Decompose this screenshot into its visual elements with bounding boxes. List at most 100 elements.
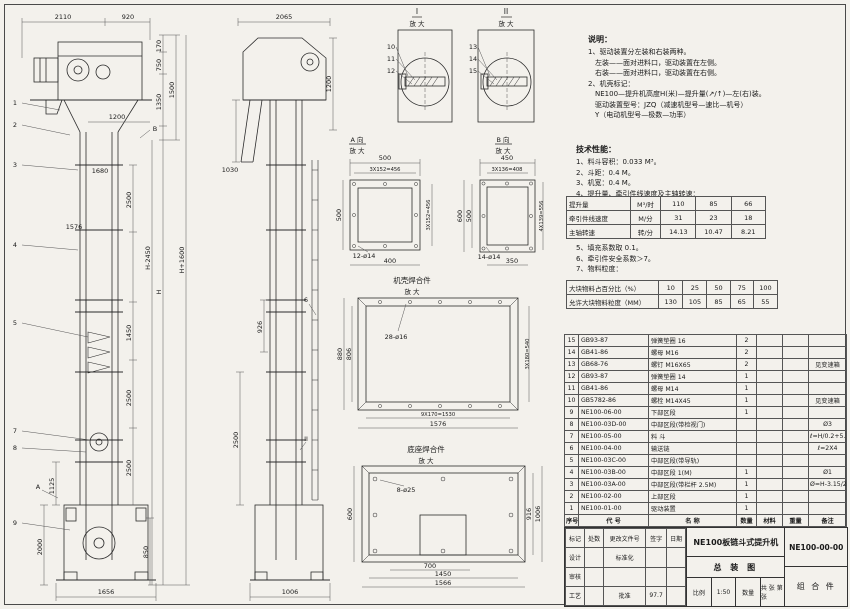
cell-design: 设计 (564, 547, 586, 568)
text-line: 1、料斗容积：0.033 M³。 (576, 158, 661, 166)
detail-subtitle: 放 大 (418, 456, 434, 465)
text-line: 1、驱动装置分左装和右装两种。 (588, 48, 691, 56)
dim-label: 1576 (66, 223, 83, 231)
dim-label: 1576 (430, 420, 447, 428)
ratio-value: 55 (752, 294, 779, 309)
bom-name: 螺栓 M14X45 (648, 394, 737, 407)
bom-name: 螺母 M16 (648, 346, 737, 359)
bom-weight (782, 502, 809, 515)
bom-remark (808, 346, 847, 359)
dim-label: 2500 (125, 460, 133, 477)
cell-standard: 标准化 (603, 547, 647, 568)
bom-material (756, 406, 783, 419)
dim-label: 916 (525, 508, 533, 520)
bom-name: 下部区段 (648, 406, 737, 419)
tech-items-2: 5、填充系数取 0.1。 6、牵引件安全系数＞7。 7、物料粒度： (576, 243, 834, 275)
notes-block: 说明： 1、驱动装置分左装和右装两种。 左装——面对进料口，驱动装置在左侧。 右… (588, 34, 840, 121)
bom-code: NE100-03A-00 (578, 478, 649, 491)
balloon-callout: 4 (13, 241, 17, 249)
bom-qty: 1 (736, 502, 757, 515)
parts-list-row: 7 NE100-05-00 料 斗 ℓ=H/0.2+5.75 (564, 430, 847, 443)
balloon-callout: 7 (13, 427, 17, 435)
ratio-value: 25 (682, 280, 708, 295)
ratio-value: 75 (729, 280, 754, 295)
title-block-signature-grid: 标记 处数 更改文件号 签字 日期 设计 标准化 审核 (564, 527, 688, 607)
title-block-row: 审核 (564, 566, 687, 587)
bom-remark (808, 454, 847, 467)
balloon-callout: 3 (13, 161, 17, 169)
dim-label: H-2450 (144, 246, 152, 270)
bom-material (756, 418, 783, 431)
dim-label: 9X170=1530 (421, 412, 455, 418)
dim-label: 3X180=540 (525, 338, 531, 369)
notes-lines: 1、驱动装置分左装和右装两种。 左装——面对进料口，驱动装置在左侧。 右装——面… (588, 47, 840, 121)
dim-label: H (155, 289, 163, 294)
dim-label: 2500 (125, 390, 133, 407)
balloon-callout: 13 (469, 43, 477, 51)
parts-list-row: 12 GB93-87 弹簧垫圈 14 1 (564, 370, 847, 383)
parts-list-row: 4 NE100-03B-00 中部区段 1(M) 1 Ø1 (564, 466, 847, 479)
balloon-callout: 2 (13, 121, 17, 129)
hole-callout: 14-ø14 (478, 253, 501, 261)
detail-view-i: I 放 大 10 11 12 (387, 7, 453, 123)
bom-remark (808, 406, 847, 419)
bom-no: 5 (564, 454, 579, 467)
perf-label: 主轴转速 (566, 224, 631, 239)
front-elevation-view (30, 41, 156, 581)
cell-check: 审核 (564, 566, 586, 587)
tech-heading: 技术性能： (576, 145, 616, 154)
bom-name: 弹簧垫圈 14 (648, 370, 737, 383)
ratio-label: 大块物料占百分比（%） (565, 280, 660, 295)
bom-material (756, 442, 783, 455)
parts-list-row: 2 NE100-02-00 上部区段 1 (564, 490, 847, 503)
bom-remark (808, 490, 847, 503)
notes-heading: 说明： (588, 35, 612, 44)
bom-qty (736, 454, 757, 467)
dim-label: 500 (379, 154, 391, 162)
bom-no: 1 (564, 502, 579, 515)
bom-name: 螺母 M14 (648, 382, 737, 395)
tech-items: 1、料斗容积：0.033 M³。 2、斗距：0.4 M。 3、机宽：0.4 M。… (576, 157, 834, 199)
parts-list-row: 1 NE100-01-00 驱动装置 1 (564, 502, 847, 515)
parts-list-row: 14 GB41-86 螺母 M16 2 (564, 346, 847, 359)
bom-code: NE100-01-00 (578, 502, 649, 515)
dim-label: 926 (256, 321, 264, 333)
perf-label: 牵引件线速度 (566, 210, 631, 225)
cell-date: 日期 (665, 527, 687, 549)
bom-qty: 2 (736, 346, 757, 359)
parts-list-row: 15 GB93-87 弹簧垫圈 16 2 (564, 334, 847, 347)
bom-remark: ℓ=2X4 (808, 442, 847, 455)
section-marker-ii: II (304, 435, 308, 443)
bom-name: 料 斗 (648, 430, 737, 443)
bom-header-qty: 数量 (736, 514, 757, 527)
detail-subtitle: 放 大 (409, 19, 425, 28)
bom-qty: 2 (736, 358, 757, 371)
bom-qty: 1 (736, 394, 757, 407)
empty-cell (584, 566, 605, 587)
side-view-dimension-labels: 2065 1200 1030 926 2500 1006 6 II (222, 13, 333, 596)
ratio-value: 130 (658, 294, 684, 309)
detail-subtitle: 放 大 (495, 146, 511, 155)
dim-label: 1680 (92, 167, 109, 175)
bom-remark (808, 502, 847, 515)
bom-weight (782, 382, 809, 395)
bom-no: 15 (564, 334, 579, 347)
dim-label: 1656 (98, 588, 115, 596)
bom-header-no: 序号 (564, 514, 579, 527)
ratio-label: 允许大块物料粒度（MM） (565, 294, 660, 309)
dim-label: 700 (424, 562, 436, 570)
bom-code: NE100-06-00 (578, 406, 649, 419)
empty-cell (645, 566, 667, 587)
performance-row: 主轴转速 转/分 14.13 10.47 8.21 (566, 224, 767, 239)
perf-label: 提升量 (566, 196, 631, 211)
bom-material (756, 502, 783, 515)
bom-material (756, 334, 783, 347)
detail-subtitle: 放 大 (498, 19, 514, 28)
text-line: 2、机壳标记： (588, 79, 635, 88)
ratio-value: 65 (729, 294, 754, 309)
perf-value: 31 (660, 210, 697, 225)
hole-callout: 12-ø14 (353, 252, 376, 260)
perf-value: 110 (660, 196, 697, 211)
bom-code: NE100-04-00 (578, 442, 649, 455)
dim-label: H+1600 (178, 247, 186, 274)
